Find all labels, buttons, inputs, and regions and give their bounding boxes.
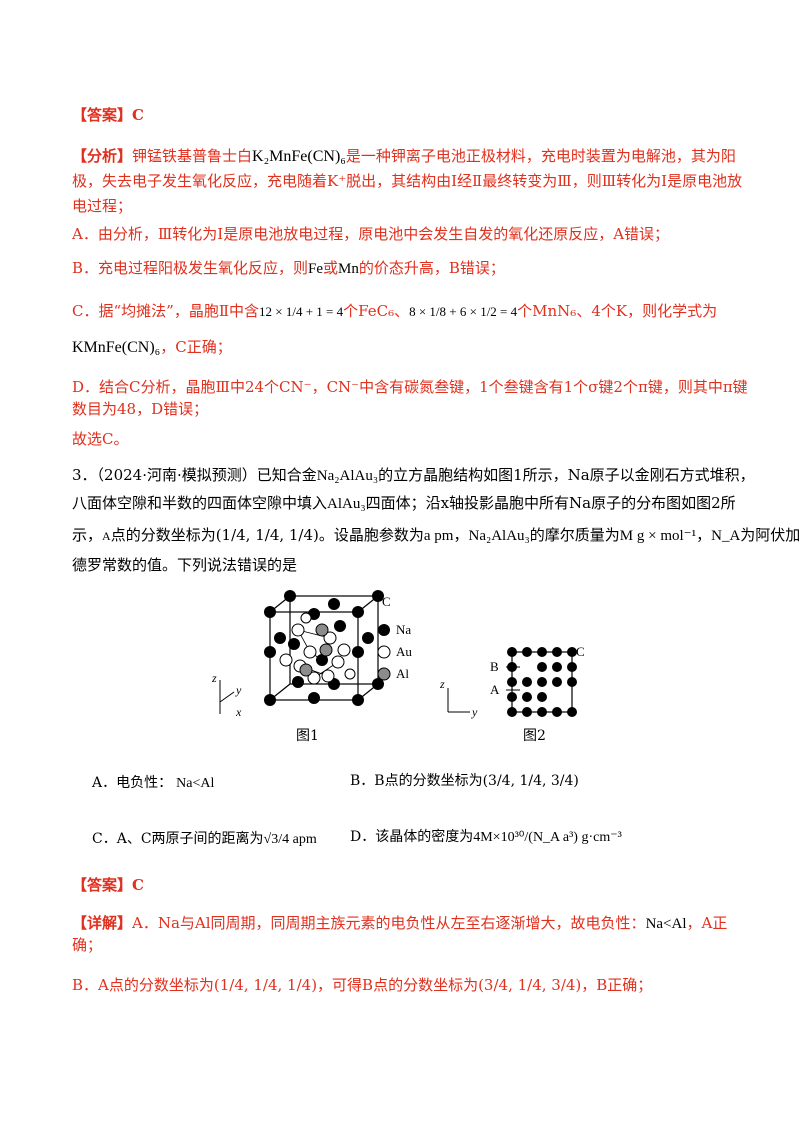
detail-text-2: ，A正 bbox=[686, 914, 728, 932]
question-text-6: 点的分数坐标为(1/4, 1/4, 1/4)。设晶胞参数为 bbox=[110, 526, 424, 544]
answer-tag-q3: 【答案】 bbox=[72, 876, 133, 894]
molar-mass: M g × mol⁻¹ bbox=[619, 528, 697, 544]
point-c-label: C bbox=[382, 594, 391, 609]
point-c-label-fig2: C bbox=[576, 644, 585, 659]
option-c-text-2: 个FeC₆、 bbox=[343, 302, 410, 320]
legend-au-icon bbox=[377, 645, 391, 659]
question-3-line-1: 3．（2024·河南·模拟预测）已知合金Na₂AlAu₃的立方晶胞结构如图1所示… bbox=[72, 464, 755, 487]
option-c-value: √3/4 apm bbox=[263, 832, 317, 847]
answer-line-1: 【答案】C bbox=[72, 104, 144, 126]
answer-tag: 【答案】 bbox=[72, 106, 133, 124]
axis-y-label-2: y bbox=[471, 705, 478, 719]
element-fe: Fe bbox=[308, 261, 324, 277]
question-text-3: 八面体空隙和半数的四面体空隙中填入 bbox=[72, 494, 328, 512]
option-c-text: C．A、C两原子间的距离为 bbox=[92, 831, 264, 847]
option-b-or: 或 bbox=[323, 259, 339, 277]
al-atoms bbox=[299, 623, 333, 677]
detail-line-1: 【详解】A．Na与Al同周期，同周期主族元素的电负性从左至右逐渐增大，故电负性：… bbox=[72, 912, 727, 935]
option-d-value: 4M×10³⁰/(N_A a³) g·cm⁻³ bbox=[473, 830, 622, 845]
analysis-text: 是一种钾离子电池正极材料，充电时装置为电解池，其为阳 bbox=[345, 147, 736, 165]
conclusion-line: 故选C。 bbox=[72, 430, 129, 448]
formula-na2alau3-2: Na₂AlAu₃ bbox=[468, 528, 530, 544]
option-c-analysis: C．据“均摊法”，晶胞Ⅱ中含12 × 1/4 + 1 = 4个FeC₆、8 × … bbox=[72, 300, 717, 323]
detail-value: Na<Al bbox=[645, 916, 687, 932]
point-a-label-fig: A bbox=[490, 682, 500, 697]
cell-parameter: a pm bbox=[423, 528, 454, 544]
question-text-5: 示， bbox=[72, 526, 103, 544]
avogadro-symbol: N_A bbox=[711, 528, 741, 544]
option-a-value: Na<Al bbox=[176, 776, 215, 791]
option-d: D．该晶体的密度为4M×10³⁰/(N_A a³) g·cm⁻³ bbox=[350, 826, 622, 849]
na-atoms bbox=[264, 590, 384, 706]
answer-line-q3: 【答案】C bbox=[72, 874, 144, 896]
detail-text: A．Na与Al同周期，同周期主族元素的电负性从左至右逐渐增大，故电负性： bbox=[132, 914, 646, 932]
option-c-text: C．据“均摊法”，晶胞Ⅱ中含 bbox=[72, 302, 260, 320]
option-d-analysis-2: 数目为48，D错误； bbox=[72, 400, 209, 418]
analysis-line-2: 极，失去电子发生氧化反应，充电随着K⁺脱出，其结构由Ⅰ经Ⅱ最终转变为Ⅲ，则Ⅲ转化… bbox=[72, 172, 743, 190]
question-3-line-3: 示，A点的分数坐标为(1/4, 1/4, 1/4)。设晶胞参数为a pm，Na₂… bbox=[72, 524, 800, 547]
figure-1-crystal-cell: z y x C Na Au Al bbox=[211, 590, 412, 719]
option-c-text-3: 个MnN₆、4个K，则化学式为 bbox=[517, 302, 718, 320]
axis-z-label-2: z bbox=[440, 677, 445, 691]
formula-kmnfecn6: KMnFe(CN)₆ bbox=[72, 339, 161, 356]
figure-2-projection: B A C z y bbox=[440, 644, 585, 719]
option-a: A．电负性：Na<Al bbox=[92, 772, 214, 795]
axes-icon bbox=[219, 680, 235, 714]
question-text-7: 的摩尔质量为 bbox=[529, 526, 620, 544]
answer-value: C bbox=[132, 106, 144, 124]
question-3-line-2: 八面体空隙和半数的四面体空隙中填入AlAu₃四面体；沿x轴投影晶胞中所有Na原子… bbox=[72, 492, 736, 515]
point-a-label: A bbox=[102, 529, 111, 543]
answer-value-q3: C bbox=[132, 876, 144, 894]
detail-line-b: B．A点的分数坐标为(1/4, 1/4, 1/4)，可得B点的分数坐标为(3/4… bbox=[72, 976, 653, 994]
legend-na-label: Na bbox=[396, 622, 411, 637]
analysis-tag: 【分析】 bbox=[72, 147, 133, 165]
option-d-analysis-1: D．结合C分析，晶胞Ⅲ中24个CN⁻，CN⁻中含有碳氮叁键，1个叁键含有1个σ键… bbox=[72, 378, 748, 396]
option-b-text: B．充电过程阳极发生氧化反应，则 bbox=[72, 259, 309, 277]
axis-x-label: x bbox=[235, 705, 242, 719]
question-text-2: 的立方晶胞结构如图1所示，Na原子以金刚石方式堆积， bbox=[378, 466, 755, 484]
axis-z-label: z bbox=[211, 671, 217, 685]
option-b-analysis: B．充电过程阳极发生氧化反应，则Fe或Mn的价态升高，B错误； bbox=[72, 257, 505, 280]
question-3-line-4: 德罗常数的值。下列说法错误的是 bbox=[72, 556, 298, 574]
option-a-text: A．电负性： bbox=[92, 775, 173, 791]
legend-na-icon bbox=[378, 624, 390, 636]
detail-line-2: 确； bbox=[72, 936, 103, 954]
analysis-text: 钾锰铁基普鲁士白 bbox=[132, 147, 253, 165]
analysis-line-3: 电过程； bbox=[72, 197, 133, 215]
question-text: 3．（2024·河南·模拟预测）已知合金 bbox=[72, 466, 317, 484]
question-text-8: 为阿伏加 bbox=[740, 526, 800, 544]
point-b-label: B bbox=[490, 659, 499, 674]
formula-k2mnfecn6: K₂MnFe(CN)₆ bbox=[252, 148, 346, 165]
element-mn: Mn bbox=[338, 261, 359, 277]
question-punct: ， bbox=[453, 526, 469, 544]
math-expression-1: 12 × 1/4 + 1 = 4 bbox=[259, 304, 344, 319]
option-b: B．B点的分数坐标为(3/4, 1/4, 3/4) bbox=[350, 773, 579, 789]
detail-tag: 【详解】 bbox=[72, 914, 133, 932]
figure-1-caption: 图1 bbox=[296, 728, 319, 744]
axes-2-icon bbox=[447, 688, 470, 713]
figure-2-caption: 图2 bbox=[523, 728, 546, 744]
formula-alau3: AlAu₃ bbox=[327, 496, 366, 512]
question-text-4: 四面体；沿x轴投影晶胞中所有Na原子的分布图如图2所 bbox=[365, 494, 736, 512]
legend-al-label: Al bbox=[396, 666, 409, 681]
math-expression-2: 8 × 1/8 + 6 × 1/2 = 4 bbox=[409, 304, 518, 319]
option-c-analysis-2: KMnFe(CN)₆，C正确； bbox=[72, 336, 232, 359]
option-b-text-2: 的价态升高，B错误； bbox=[358, 259, 505, 277]
legend-au-label: Au bbox=[396, 644, 412, 659]
formula-na2alau3: Na₂AlAu₃ bbox=[316, 468, 379, 484]
option-c: C．A、C两原子间的距离为√3/4 apm bbox=[92, 828, 317, 851]
projected-na-atoms bbox=[507, 647, 577, 717]
au-atoms bbox=[279, 612, 356, 685]
option-d-text: D．该晶体的密度为 bbox=[350, 829, 474, 845]
legend-al-icon bbox=[377, 667, 391, 681]
option-c-text-4: ，C正确； bbox=[160, 338, 232, 356]
option-a-analysis: A．由分析，Ⅲ转化为Ⅰ是原电池放电过程，原电池中会发生自发的氧化还原反应，A错误… bbox=[72, 225, 670, 243]
axis-y-label: y bbox=[235, 683, 242, 697]
question-punct-2: ， bbox=[696, 526, 712, 544]
analysis-line-1: 【分析】钾锰铁基普鲁士白K₂MnFe(CN)₆是一种钾离子电池正极材料，充电时装… bbox=[72, 145, 736, 168]
